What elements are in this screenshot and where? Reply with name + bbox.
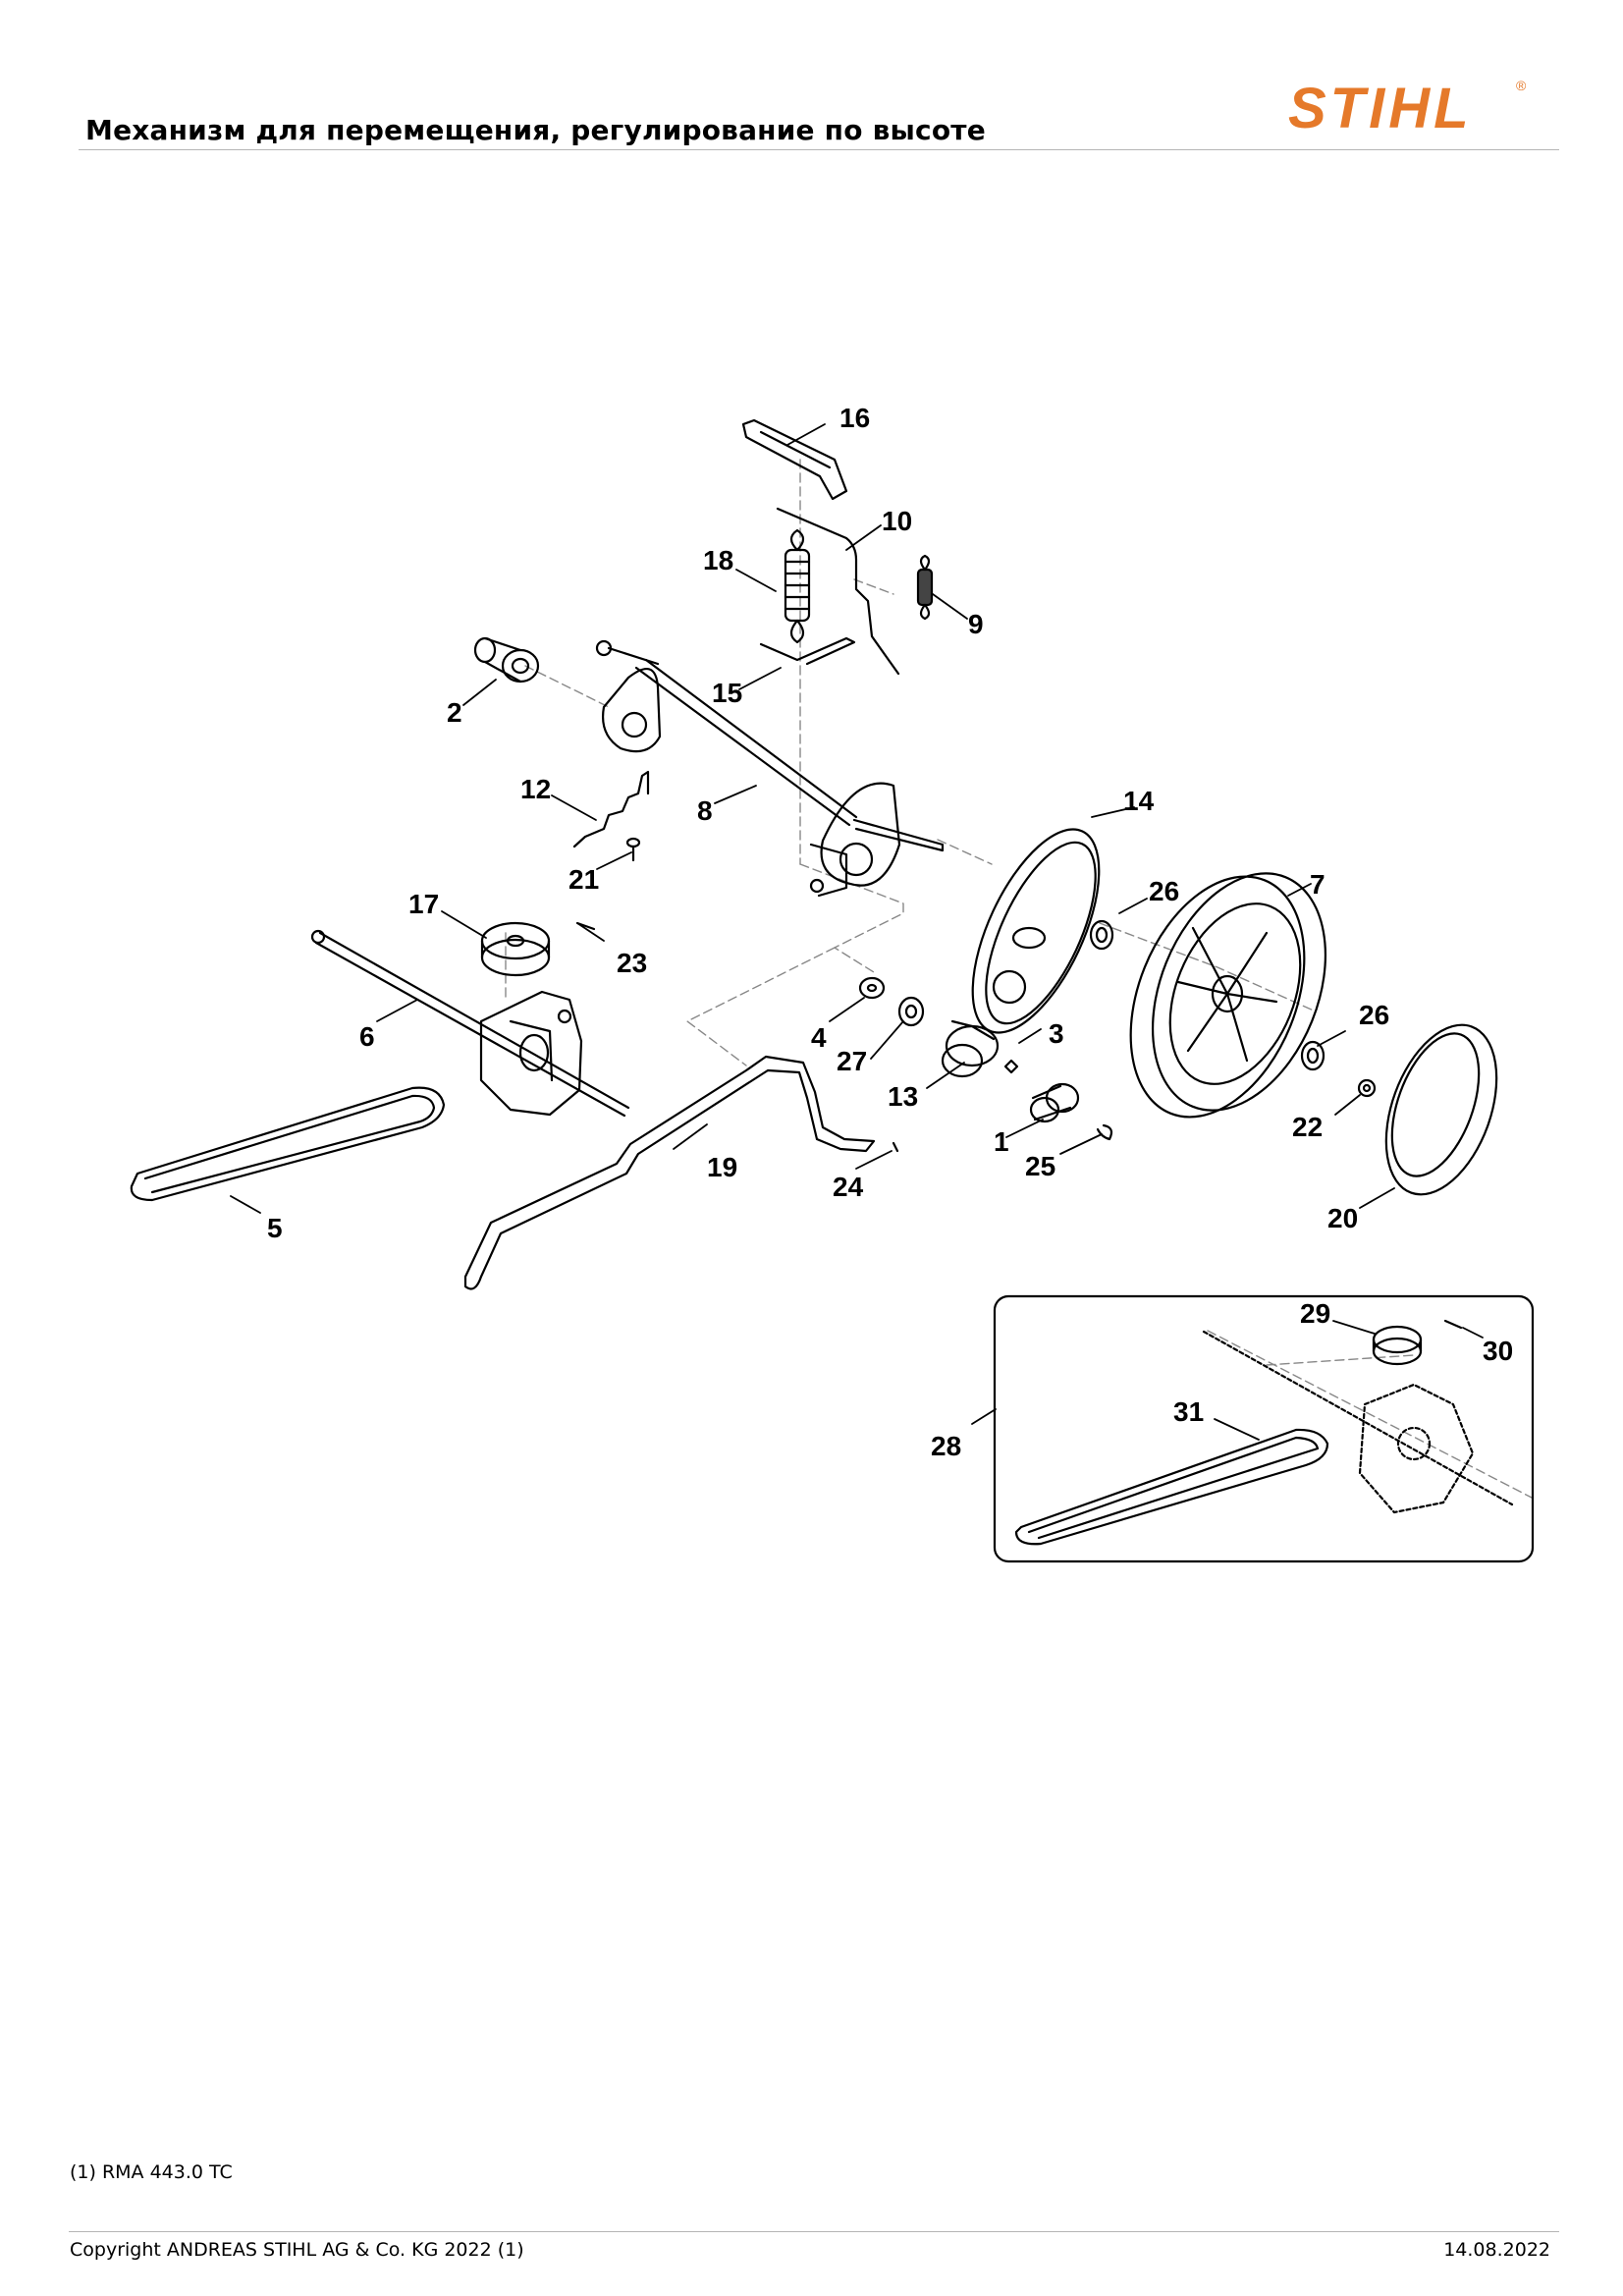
page-title: Механизм для перемещения, регулирование … bbox=[85, 114, 986, 146]
callout-26b: 26 bbox=[1359, 1000, 1389, 1030]
part-24-pin bbox=[892, 1141, 899, 1153]
callout-30: 30 bbox=[1483, 1336, 1513, 1366]
part-4-washer bbox=[858, 976, 886, 1000]
footer-divider bbox=[69, 2231, 1559, 2232]
callout-20: 20 bbox=[1327, 1203, 1358, 1233]
part-19-lever bbox=[463, 1055, 876, 1290]
part-13-coupling bbox=[941, 1019, 1000, 1078]
callout-17: 17 bbox=[408, 889, 439, 919]
part-20-cover bbox=[1384, 1023, 1498, 1196]
part-27-bearing bbox=[897, 996, 925, 1027]
print-date: 14.08.2022 bbox=[1443, 2239, 1550, 2261]
callout-19: 19 bbox=[707, 1152, 737, 1182]
callout-2: 2 bbox=[447, 697, 462, 728]
part-26-bushing-b bbox=[1300, 1040, 1325, 1071]
callout-27: 27 bbox=[837, 1046, 867, 1076]
callout-7: 7 bbox=[1310, 869, 1325, 900]
part-29-pulley bbox=[1372, 1325, 1423, 1366]
part-18-spring bbox=[784, 528, 811, 644]
callout-24: 24 bbox=[833, 1172, 864, 1202]
part-5-belt bbox=[130, 1086, 446, 1202]
part-17-pulley bbox=[480, 921, 551, 977]
inset-gearbox bbox=[1202, 1330, 1514, 1514]
callout-labels: 16 10 18 9 15 2 12 8 21 14 7 26 17 23 26… bbox=[267, 403, 1513, 1461]
callout-28: 28 bbox=[931, 1431, 961, 1461]
callout-8: 8 bbox=[697, 795, 713, 826]
callout-25: 25 bbox=[1025, 1151, 1055, 1181]
part-15-wire bbox=[759, 636, 856, 666]
callout-3: 3 bbox=[1049, 1018, 1064, 1049]
part-1-pinion bbox=[1029, 1082, 1080, 1123]
callout-31: 31 bbox=[1173, 1396, 1204, 1427]
part-3-key bbox=[1003, 1059, 1019, 1074]
part-30-pin bbox=[1443, 1319, 1463, 1330]
part-31-belt bbox=[1014, 1428, 1329, 1546]
callout-10: 10 bbox=[882, 506, 912, 536]
callout-16: 16 bbox=[839, 403, 870, 433]
callout-14: 14 bbox=[1123, 786, 1155, 816]
logo-text: STIHL bbox=[1288, 77, 1473, 140]
part-21-screw bbox=[625, 837, 641, 862]
part-22-nut bbox=[1357, 1078, 1377, 1098]
callout-22: 22 bbox=[1292, 1112, 1323, 1142]
callout-26a: 26 bbox=[1149, 876, 1179, 906]
part-25-clip bbox=[1096, 1123, 1113, 1141]
callout-4: 4 bbox=[811, 1022, 827, 1053]
part-6-gearbox bbox=[310, 929, 630, 1118]
callout-21: 21 bbox=[568, 864, 599, 895]
part-7-wheel bbox=[1129, 872, 1327, 1119]
part-2-bushing bbox=[473, 636, 540, 683]
part-28-inset-box bbox=[993, 1294, 1535, 1563]
header-divider bbox=[79, 149, 1559, 150]
callout-18: 18 bbox=[703, 545, 733, 575]
callout-5: 5 bbox=[267, 1213, 283, 1243]
part-16-bracket bbox=[741, 418, 848, 501]
part-10-rod bbox=[776, 507, 900, 676]
part-26-bushing-a bbox=[1089, 919, 1114, 951]
assembly-lines bbox=[505, 459, 1533, 1499]
leader-lines bbox=[230, 423, 1484, 1441]
callout-23: 23 bbox=[617, 948, 647, 978]
callout-12: 12 bbox=[520, 774, 551, 804]
callout-29: 29 bbox=[1300, 1298, 1330, 1329]
footnote: (1) RMA 443.0 TC bbox=[70, 2161, 233, 2183]
callout-9: 9 bbox=[968, 609, 984, 639]
stihl-logo: STIHL ® bbox=[1282, 71, 1540, 141]
callout-15: 15 bbox=[712, 678, 742, 708]
callout-6: 6 bbox=[359, 1021, 375, 1052]
logo-registered: ® bbox=[1516, 78, 1527, 93]
callout-13: 13 bbox=[888, 1081, 918, 1112]
part-9-spring bbox=[916, 554, 934, 621]
part-12-wire bbox=[572, 770, 650, 848]
callout-1: 1 bbox=[994, 1126, 1009, 1157]
part-8-axle bbox=[595, 639, 945, 898]
copyright: Copyright ANDREAS STIHL AG & Co. KG 2022… bbox=[70, 2239, 524, 2261]
